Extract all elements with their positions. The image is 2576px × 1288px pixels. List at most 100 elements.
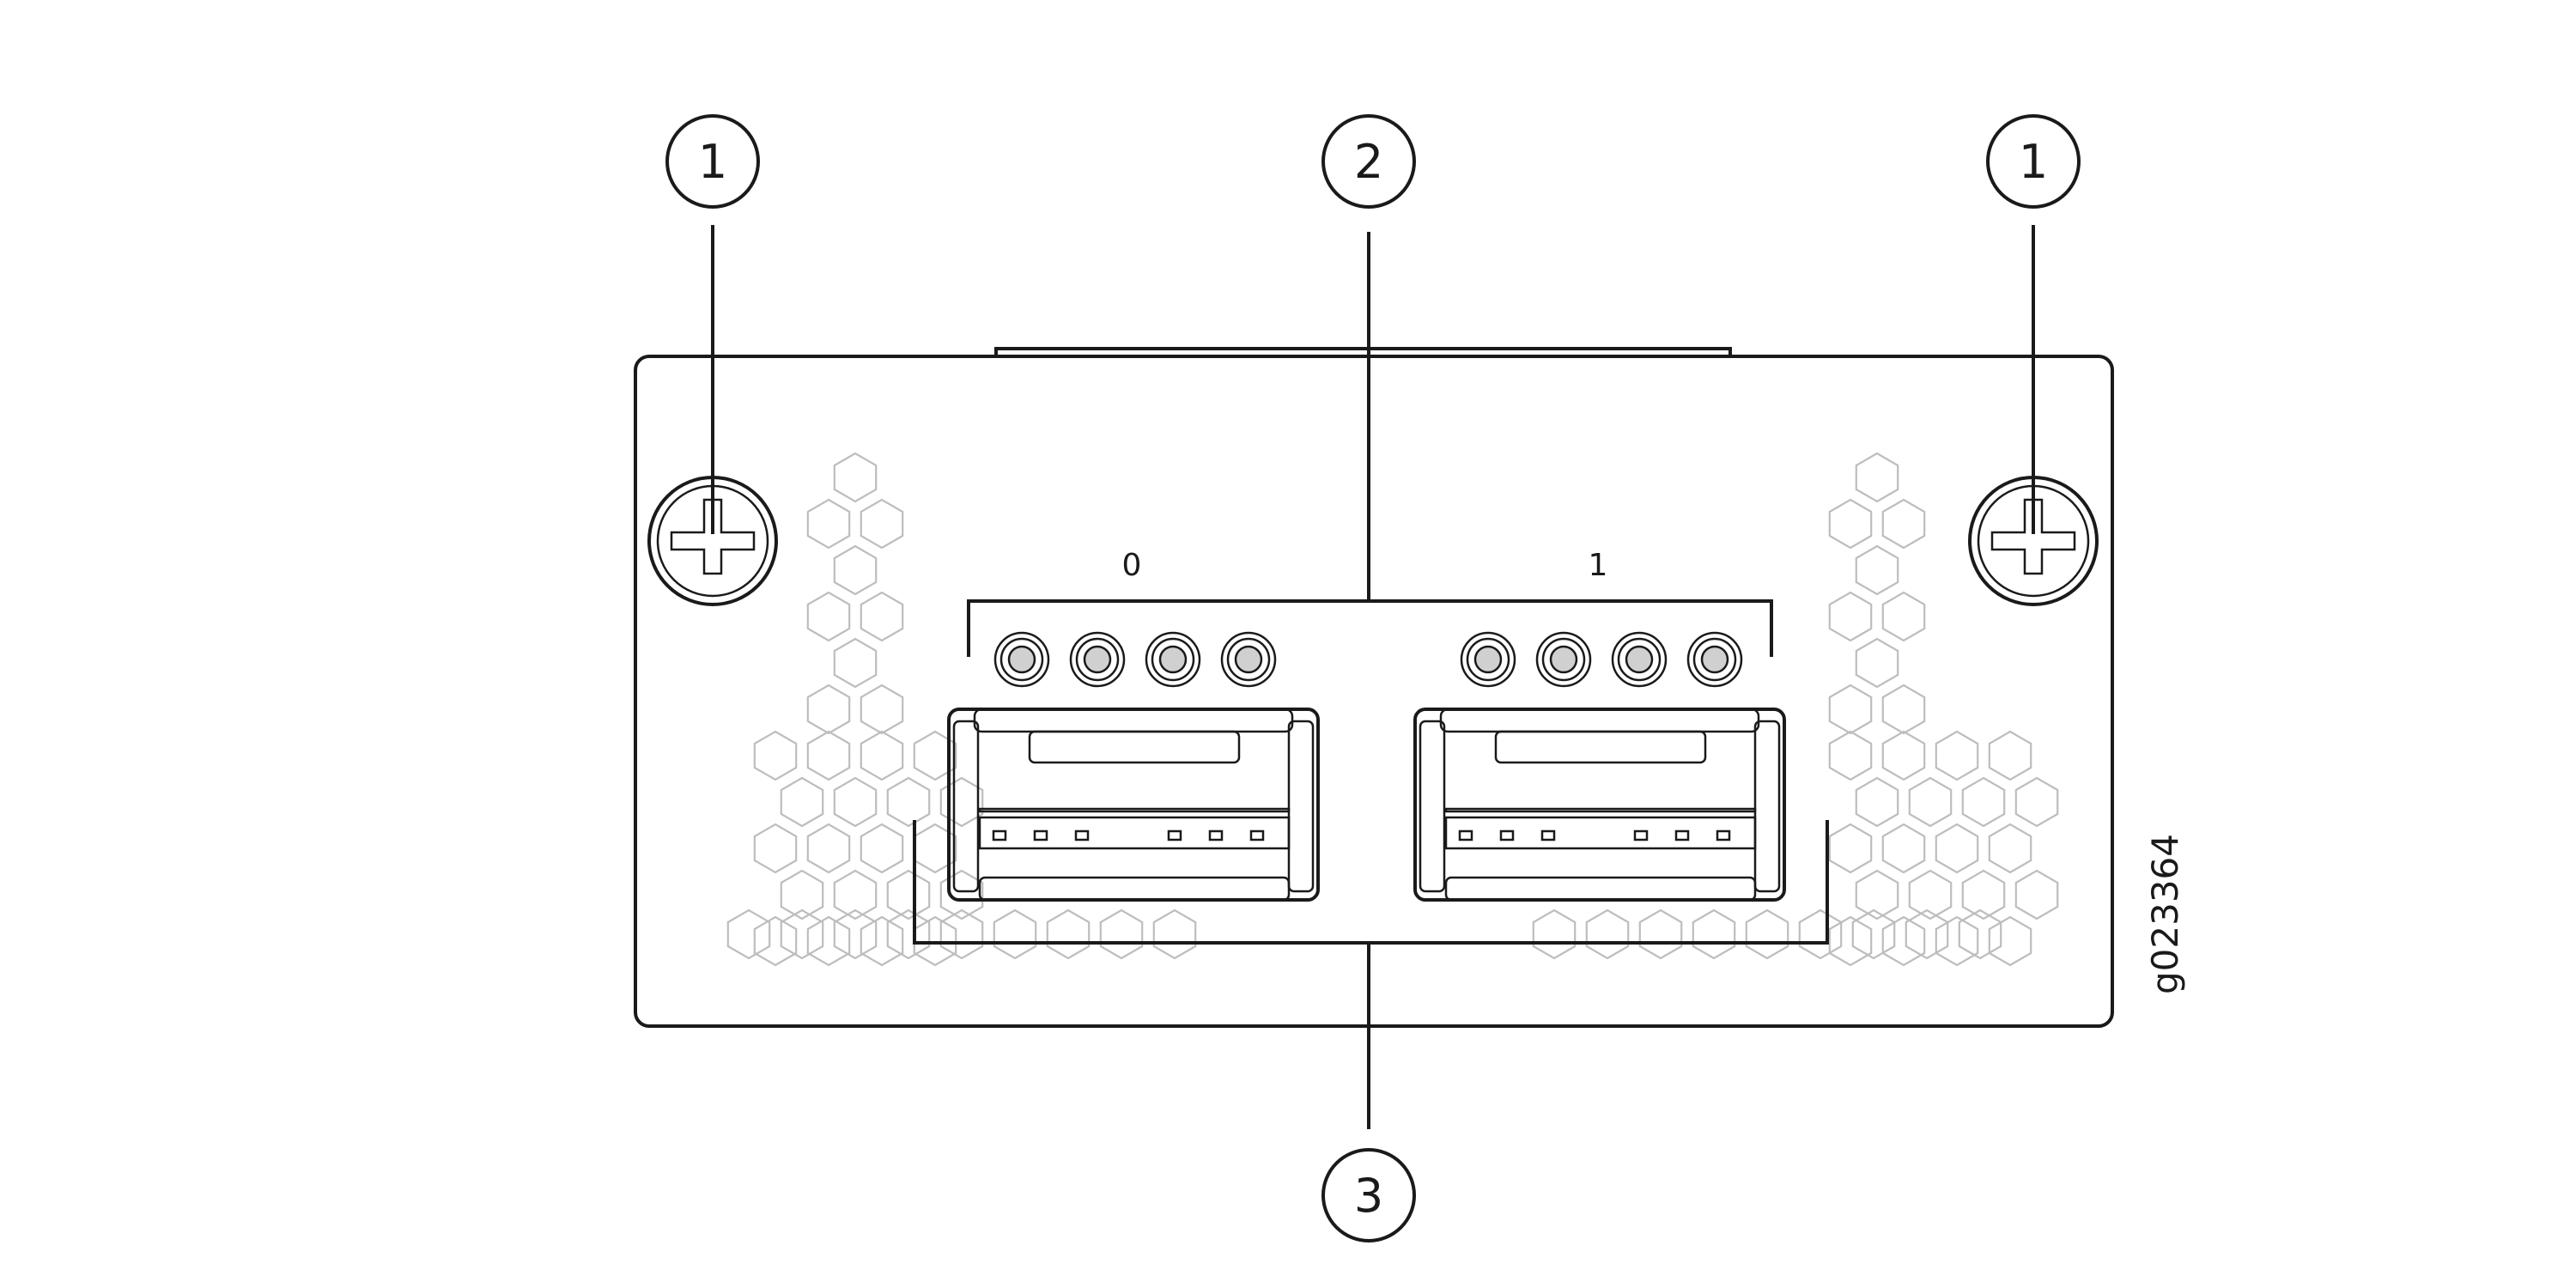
ventilation-pattern-right [1532,452,2059,967]
vent-hole [1851,908,1896,960]
phillips-head-icon [670,498,756,575]
vent-hole [913,730,957,781]
port-bracket [913,820,1829,945]
qsfp-port-1[interactable] [1413,708,1786,902]
status-led [1069,631,1126,688]
connector-pin [1499,829,1515,841]
vent-hole [1908,776,1953,828]
vent-hole [833,452,878,503]
vent-hole [1881,915,1926,967]
connector-pin [1074,829,1090,841]
faceplate [634,355,2114,1028]
figure-id: g023364 [2144,834,2186,994]
vent-hole [1935,823,1979,874]
vent-hole [1828,498,1873,550]
vent-hole [1638,908,1683,960]
vent-hole [886,776,931,828]
vent-hole [2014,869,2059,920]
vent-hole [833,908,878,960]
status-led [1220,631,1277,688]
callout-1-left: 1 [665,114,760,209]
connector-pin [1633,829,1649,841]
faceplate-top-tab [994,347,1732,356]
vent-hole [1881,498,1926,550]
vent-hole [806,823,851,874]
status-led [993,631,1050,688]
vent-hole [1828,730,1873,781]
connector-pin [1033,829,1048,841]
connector-pin [1540,829,1556,841]
vent-hole [886,908,931,960]
vent-hole [806,498,851,550]
callout-2: 2 [1321,114,1416,209]
connector-pin [1458,829,1473,841]
vent-hole [1988,915,2032,967]
vent-hole [1988,730,2032,781]
vent-hole [753,823,798,874]
vent-hole [833,544,878,596]
vent-hole [860,915,904,967]
vent-hole [1881,823,1926,874]
status-led [1535,631,1592,688]
vent-hole [1935,915,1979,967]
vent-hole [1958,908,2002,960]
vent-hole [1152,908,1197,960]
vent-hole [1881,591,1926,642]
vent-hole [1855,452,1899,503]
status-led [1145,631,1201,688]
ventilation-pattern-left [726,452,1197,967]
vent-hole [1828,591,1873,642]
port-label-0: 0 [1122,548,1142,583]
vent-hole [1585,908,1630,960]
vent-hole [806,730,851,781]
vent-hole [753,730,798,781]
svg-text:1: 1 [698,135,727,189]
connector-pin [1249,829,1265,841]
svg-text:2: 2 [1354,135,1383,189]
vent-hole [1935,730,1979,781]
vent-hole [1046,908,1091,960]
vent-hole [1532,908,1577,960]
vent-hole [860,730,904,781]
vent-hole [833,869,878,920]
vent-hole [1855,544,1899,596]
vent-hole [1988,823,2032,874]
phillips-head-icon [1990,498,2076,575]
vent-hole [1961,776,2006,828]
vent-hole [1828,915,1873,967]
vent-hole [993,908,1037,960]
vent-hole [1099,908,1144,960]
vent-hole [1798,908,1843,960]
vent-hole [2014,776,2059,828]
vent-hole [939,869,984,920]
vent-hole [1905,908,1949,960]
vent-hole [1828,823,1873,874]
vent-hole [1745,908,1789,960]
vent-hole [1855,776,1899,828]
vent-hole [1881,730,1926,781]
vent-hole [860,498,904,550]
vent-hole [806,591,851,642]
vent-hole [780,869,824,920]
qsfp-port-0[interactable] [947,708,1320,902]
connector-pin [1167,829,1182,841]
vent-hole [806,683,851,735]
vent-hole [939,776,984,828]
vent-hole [939,908,984,960]
vent-hole [833,637,878,689]
vent-hole [780,908,824,960]
status-led [1686,631,1743,688]
vent-hole [860,823,904,874]
vent-hole [1881,683,1926,735]
vent-hole [860,591,904,642]
vent-hole [753,915,798,967]
status-led [1611,631,1668,688]
vent-hole [833,776,878,828]
vent-hole [1828,683,1873,735]
svg-text:3: 3 [1354,1169,1383,1223]
vent-hole [886,869,931,920]
port-label-1: 1 [1589,548,1608,583]
status-led [1460,631,1516,688]
connector-pin [1674,829,1690,841]
